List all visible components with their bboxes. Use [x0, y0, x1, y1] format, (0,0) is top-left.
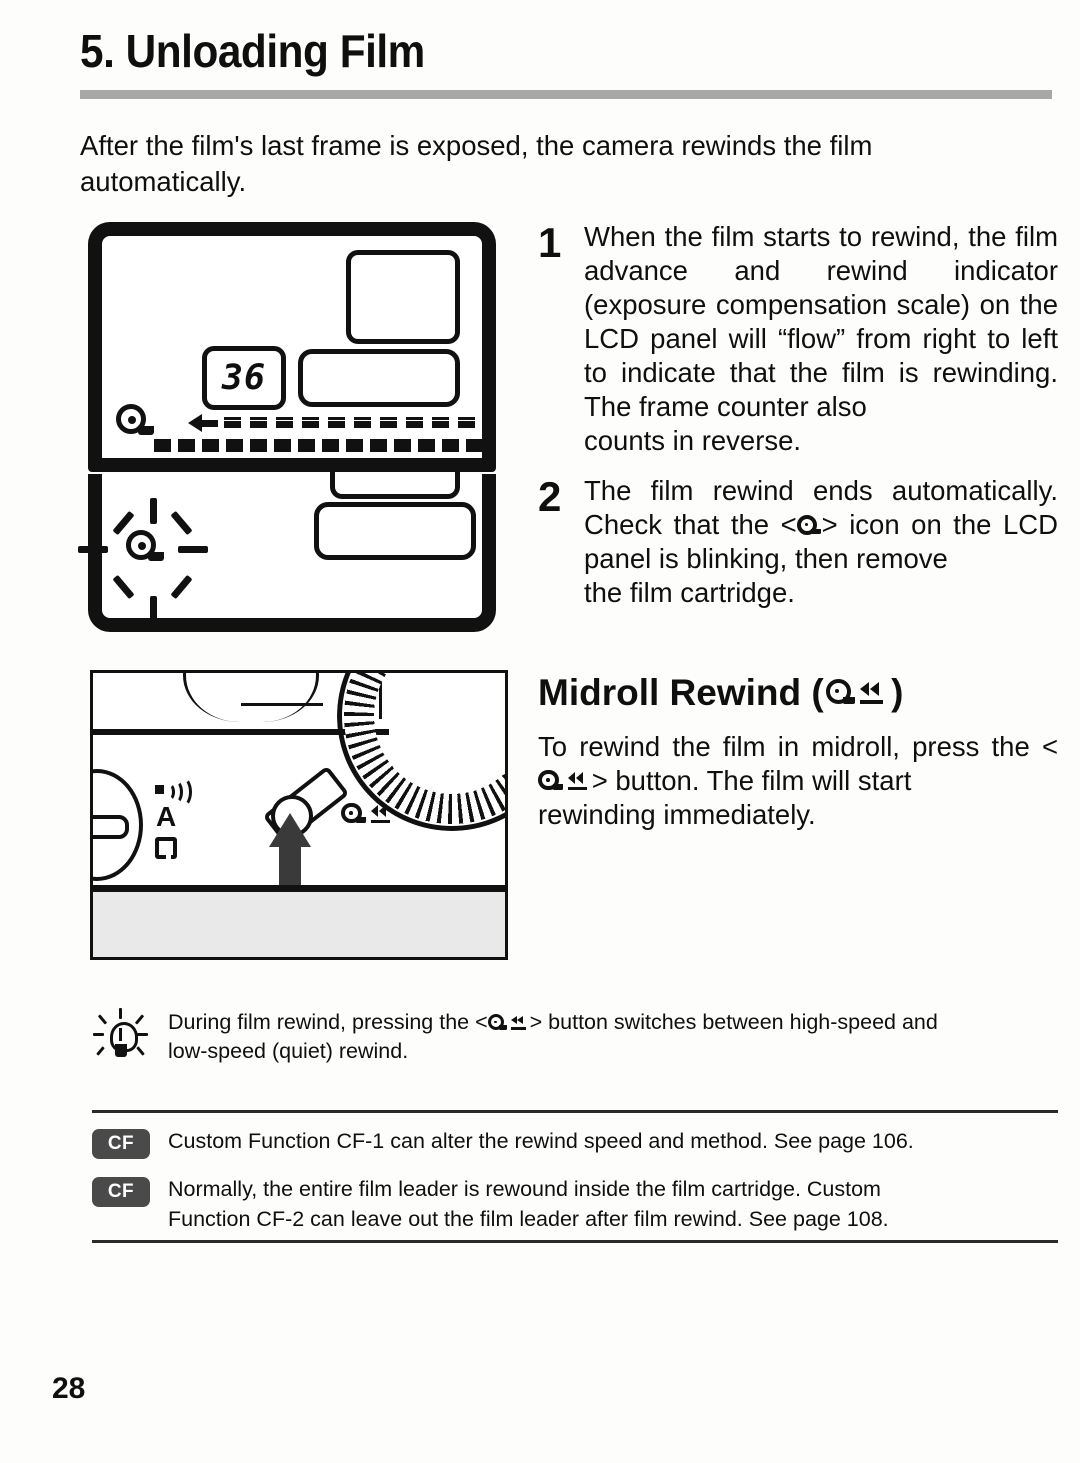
step-1: 1 When the film starts to rewind, the fi…	[538, 220, 1058, 458]
beeper-icon	[155, 777, 192, 807]
exposure-scale-upper	[224, 417, 475, 428]
step-2-number: 2	[538, 473, 562, 520]
midroll-heading-suffix: )	[891, 672, 904, 713]
midroll-text-a: To rewind the film in midroll, press the…	[538, 731, 1058, 762]
cf-note-1-text: Custom Function CF-1 can alter the rewin…	[168, 1126, 914, 1156]
midroll-rewind-icon	[341, 801, 395, 828]
cf-note-1-line-1: Custom Function CF-1 can alter the rewin…	[168, 1129, 914, 1153]
step-2-last-line: the film cartridge.	[584, 577, 795, 608]
step-2-text-a: The film rewind ends automatically. Chec…	[584, 475, 1058, 540]
film-cartridge-inline-icon	[796, 513, 822, 538]
step-2-body: The film rewind ends automatically. Chec…	[584, 474, 1058, 610]
cf-note-2-line-1: Normally, the entire film leader is rewo…	[168, 1177, 881, 1201]
midroll-rewind-inline-icon-2	[538, 768, 592, 794]
camera-body-edge	[93, 885, 505, 892]
lightbulb-icon	[92, 1008, 148, 1066]
camera-top-detail-line	[241, 703, 323, 706]
lcd-shutter-box	[298, 349, 460, 407]
cf-badge-2: CF	[92, 1177, 150, 1207]
cf-note-1: CF Custom Function CF-1 can alter the re…	[92, 1126, 1058, 1159]
intro-line-2: automatically.	[80, 166, 247, 197]
camera-body-lower	[93, 892, 505, 957]
tip-rewind-inline-icon	[487, 1013, 530, 1033]
steps-list: 1 When the film starts to rewind, the fi…	[538, 220, 1058, 626]
lcd-aperture-box-partial	[330, 468, 460, 499]
step-2-text-b: > icon on the LCD panel is blinking, the…	[584, 509, 1058, 574]
cf-note-2-text: Normally, the entire film leader is rewo…	[168, 1174, 889, 1234]
film-cartridge-icon	[116, 404, 156, 440]
blink-rays-icon	[78, 498, 208, 622]
cf-divider-bottom	[92, 1240, 1058, 1243]
film-advance-dial	[93, 769, 143, 881]
tip-text-b: > button switches between high-speed and	[529, 1010, 938, 1034]
step-1-number: 1	[538, 219, 562, 266]
midroll-heading: Midroll Rewind ()	[538, 672, 903, 714]
title-divider	[80, 90, 1052, 99]
exposure-scale-lower	[154, 439, 483, 452]
lcd-panel-blinking	[78, 468, 496, 632]
cf-note-2: CF Normally, the entire film leader is r…	[92, 1174, 1058, 1234]
tip-note: During film rewind, pressing the < > butt…	[92, 1008, 1058, 1066]
page-title: 5. Unloading Film	[80, 25, 425, 77]
lcd-panel-rewinding: 36	[88, 222, 496, 472]
lcd-shutter-box-2	[314, 502, 476, 560]
cf-note-2-line-2: Function CF-2 can leave out the film lea…	[168, 1207, 889, 1231]
lcd-aperture-box	[346, 250, 460, 344]
step-2: 2 The film rewind ends automatically. Ch…	[538, 474, 1058, 610]
frame-counter: 36	[202, 346, 286, 410]
camera-top-edge	[93, 729, 389, 735]
midroll-rewind-inline-icon	[825, 678, 889, 709]
left-arrow-tail	[201, 420, 218, 427]
film-cartridge-icon-blinking	[126, 530, 166, 566]
step-1-last-line: counts in reverse.	[584, 425, 802, 456]
left-arrow-icon	[188, 414, 202, 432]
intro-paragraph: After the film's last frame is exposed, …	[80, 128, 1058, 200]
midroll-text-b: > button. The film will start	[591, 765, 912, 796]
midroll-paragraph: To rewind the film in midroll, press the…	[538, 730, 1058, 832]
cf-badge: CF	[92, 1129, 150, 1159]
cf-divider-top	[92, 1110, 1058, 1113]
step-1-body: When the film starts to rewind, the film…	[584, 220, 1058, 458]
pentaprism-outline	[183, 673, 319, 722]
tip-line-2: low-speed (quiet) rewind.	[168, 1039, 409, 1063]
mode-a-label: A	[156, 801, 177, 832]
tip-text: During film rewind, pressing the < > butt…	[168, 1008, 938, 1066]
midroll-last-line: rewinding immediately.	[538, 799, 816, 830]
camera-top-illustration: A	[90, 670, 508, 960]
tip-text-a: During film rewind, pressing the <	[168, 1010, 488, 1034]
lock-icon	[155, 837, 177, 859]
intro-line-1: After the film's last frame is exposed, …	[80, 130, 873, 161]
page-number: 28	[52, 1372, 86, 1405]
midroll-heading-prefix: Midroll Rewind (	[538, 672, 824, 713]
step-1-text: When the film starts to rewind, the film…	[584, 221, 1058, 422]
